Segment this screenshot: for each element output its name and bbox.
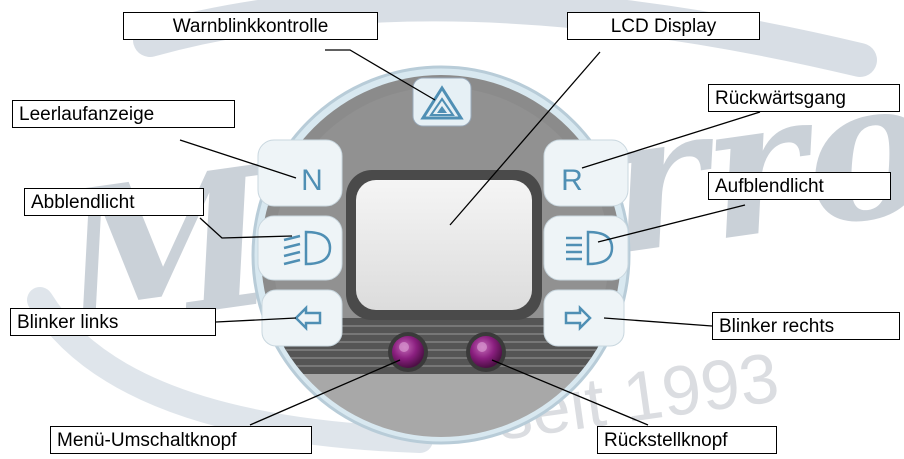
arrow-left-icon	[294, 304, 322, 332]
high-beam-icon	[566, 230, 614, 266]
hazard-indicator	[412, 77, 472, 127]
label-menue-umschaltknopf: Menü-Umschaltknopf	[50, 426, 312, 454]
label-lcd-display: LCD Display	[567, 12, 760, 40]
arrow-right-icon	[564, 304, 592, 332]
low-beam-icon	[283, 230, 332, 266]
low-beam-indicator	[257, 215, 343, 281]
reverse-indicator: R	[543, 139, 629, 207]
hazard-triangle-icon	[420, 85, 464, 120]
label-abblendlicht: Abblendlicht	[24, 188, 204, 216]
label-blinker-links: Blinker links	[10, 308, 216, 336]
high-beam-indicator	[543, 215, 629, 281]
reverse-letter: R	[561, 164, 583, 197]
label-leerlaufanzeige: Leerlaufanzeige	[12, 100, 235, 128]
right-indicator	[543, 289, 625, 347]
leader-lines	[179, 49, 761, 426]
leader-blinker-links	[215, 317, 297, 323]
neutral-letter: N	[301, 164, 323, 197]
leader-reset	[491, 359, 649, 426]
label-rueckstellknopf: Rückstellknopf	[597, 426, 777, 454]
leader-blinker-rechts	[603, 317, 713, 327]
leader-rueckwaerts	[581, 111, 761, 169]
label-warnblinkkontrolle: Warnblinkkontrolle	[123, 12, 378, 40]
label-rueckwaertsgang: Rückwärtsgang	[708, 84, 900, 112]
label-aufblendlicht: Aufblendlicht	[708, 172, 891, 200]
menu-knob[interactable]	[388, 332, 428, 372]
leader-menu	[249, 359, 401, 426]
left-indicator	[261, 289, 343, 347]
leader-lcd	[449, 51, 601, 226]
neutral-indicator: N	[257, 139, 343, 207]
lcd-screen	[356, 180, 532, 310]
label-blinker-rechts: Blinker rechts	[712, 312, 900, 340]
leader-abblend	[199, 217, 293, 239]
instrument-cluster: N R	[251, 65, 631, 445]
leader-leerlauf	[179, 139, 297, 179]
leader-aufblend	[597, 204, 746, 243]
leader-warnblink	[325, 49, 436, 101]
reset-knob[interactable]	[466, 332, 506, 372]
